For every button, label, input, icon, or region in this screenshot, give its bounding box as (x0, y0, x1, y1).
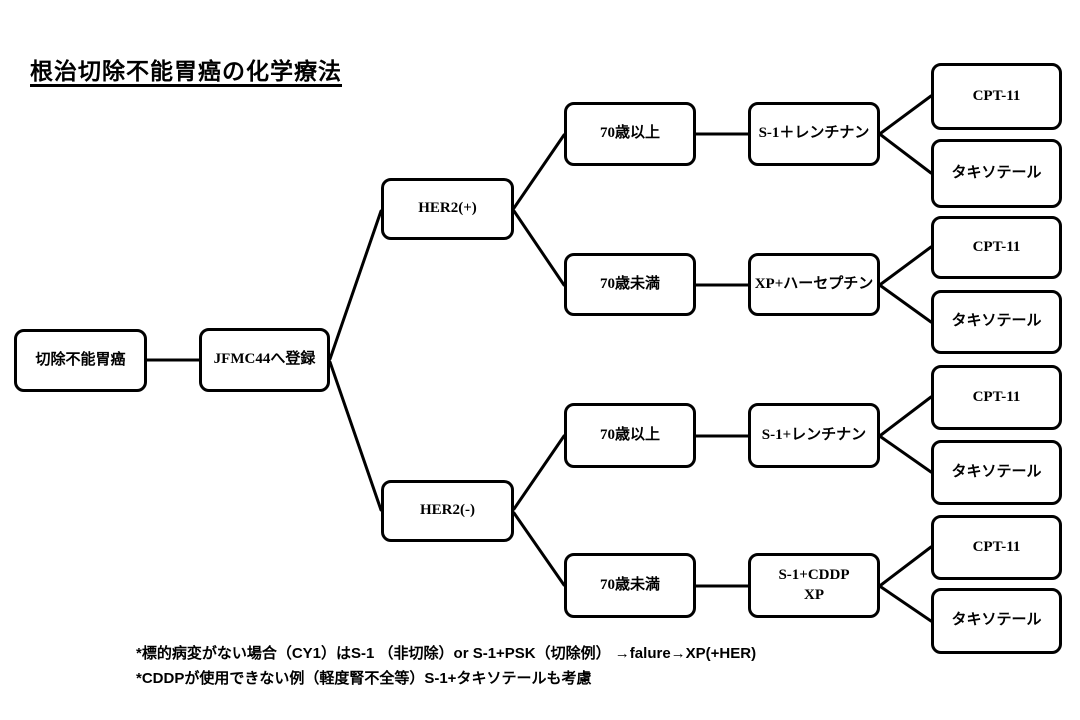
node-her2pos-age-under-70: 70歳未満 (564, 253, 696, 316)
connector-line (879, 585, 933, 623)
node-taxotere-1: タキソテール (931, 139, 1062, 208)
node-taxotere-4: タキソテール (931, 588, 1062, 654)
diagram-title: 根治切除不能胃癌の化学療法 (30, 58, 342, 84)
node-regimen-xp-herceptin: XP+ハーセプチン (748, 253, 880, 316)
connector-line (512, 434, 566, 511)
node-cpt11-3: CPT-11 (931, 365, 1062, 430)
node-jfmc44-registration: JFMC44へ登録 (199, 328, 330, 392)
connector-line (879, 94, 933, 135)
regimen-line-2: XP (804, 586, 824, 603)
regimen-line-1: S-1+CDDP (778, 567, 850, 583)
node-her2neg-age-under-70: 70歳未満 (564, 553, 696, 618)
footnote-2: *CDDPが使用できない例（軽度腎不全等）S-1+タキソテールも考慮 (136, 670, 592, 687)
node-regimen-s1-lentinan-her2pos: S-1＋レンチナン (748, 102, 880, 166)
node-her2-negative: HER2(-) (381, 480, 514, 542)
footnote-1: *標的病変がない場合（CY1）はS-1 （非切除）or S-1+PSK（切除例）… (136, 645, 757, 662)
connector-line (879, 133, 933, 175)
footnotes: *標的病変がない場合（CY1）はS-1 （非切除）or S-1+PSK（切除例）… (136, 641, 756, 691)
connector-line (879, 545, 933, 587)
node-regimen-s1-cddp-xp: S-1+CDDP XP (748, 553, 880, 618)
connector-line (879, 245, 933, 286)
node-taxotere-3: タキソテール (931, 440, 1062, 505)
node-unresectable-gastric-cancer: 切除不能胃癌 (14, 329, 147, 392)
node-her2-positive: HER2(+) (381, 178, 514, 240)
node-her2pos-age-over-70: 70歳以上 (564, 102, 696, 166)
connector-line (512, 133, 566, 210)
node-her2neg-age-over-70: 70歳以上 (564, 403, 696, 468)
node-regimen-s1-lentinan-her2neg: S-1+レンチナン (748, 403, 880, 468)
connector-line (879, 284, 933, 324)
connector-line (512, 209, 566, 287)
connector-line (512, 511, 566, 587)
connector-line (328, 360, 383, 512)
connector-line (328, 209, 383, 361)
connector-line (879, 435, 933, 474)
node-taxotere-2: タキソテール (931, 290, 1062, 354)
connector-line (879, 395, 933, 437)
node-cpt11-1: CPT-11 (931, 63, 1062, 130)
node-cpt11-4: CPT-11 (931, 515, 1062, 580)
node-cpt11-2: CPT-11 (931, 216, 1062, 279)
